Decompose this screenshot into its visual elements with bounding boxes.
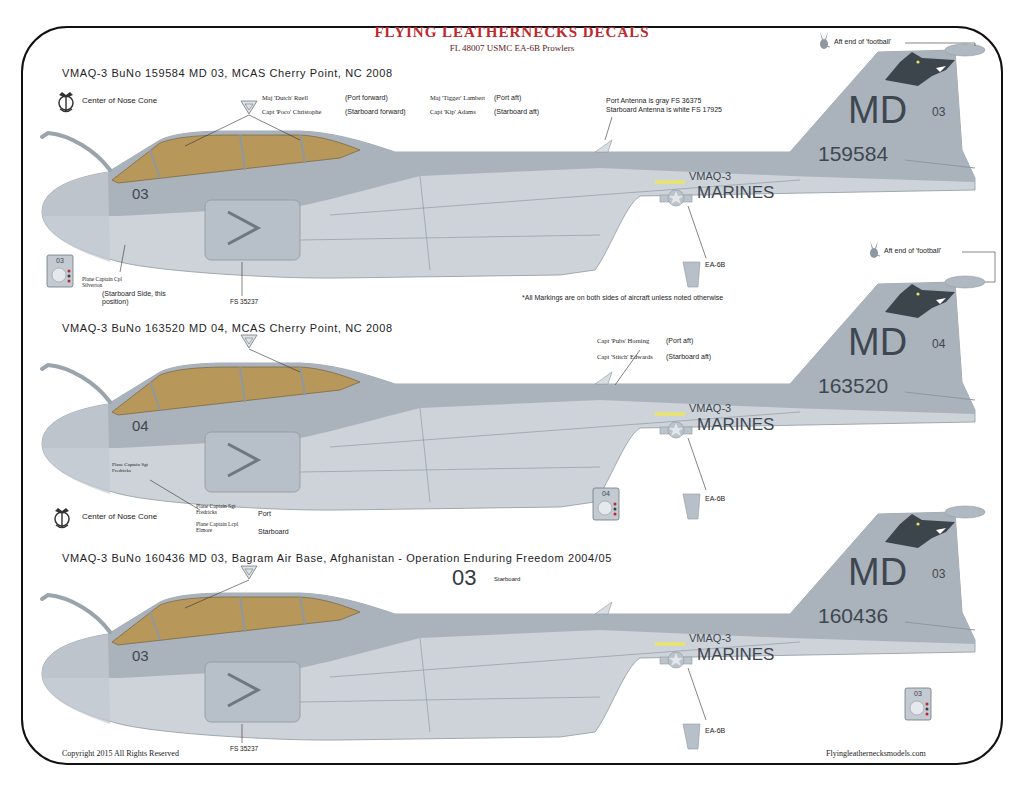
plane-captain: Plane Captain Cpl Silverton	[82, 276, 128, 288]
modex-number: 03	[932, 568, 945, 581]
plane-captain: Plane Captain Sgt Fredricks	[196, 503, 250, 515]
tail-code: MD	[848, 90, 907, 132]
copyright-text: Copyright 2015 All Rights Reserved	[62, 750, 179, 759]
squadron-name: VMAQ-3	[689, 402, 731, 414]
service-name: MARINES	[697, 184, 774, 203]
plane-captain: Plane Captain Sgt Fredricks	[112, 462, 154, 473]
gear-insert	[593, 488, 619, 520]
position-note: (Port forward)	[345, 94, 388, 102]
tail-code: MD	[848, 552, 907, 594]
service-name: MARINES	[697, 646, 774, 665]
tail-code: MD	[848, 322, 907, 364]
note-text: Aft end of 'football'	[834, 38, 891, 46]
antenna-note: Starboard Antenna is white FS 17925	[606, 106, 722, 114]
leader-lines	[120, 43, 995, 743]
crew-name: Maj 'Dutch' Ruell	[262, 94, 308, 101]
modex-number: 03	[905, 690, 931, 698]
usmc-emblem	[59, 92, 73, 112]
position-note: (Starboard aft)	[666, 353, 711, 361]
crew-name: Capt 'Pubs' Horning	[597, 337, 649, 344]
note-text: Center of Nose Cone	[82, 97, 157, 106]
note-text: *All Markings are on both sides of aircr…	[522, 294, 754, 302]
modex-number: 03	[132, 186, 149, 203]
prowler-profile	[42, 276, 985, 519]
sheet-border	[22, 27, 1002, 764]
profile-heading: VMAQ-3 BuNo 159584 MD 03, MCAS Cherry Po…	[62, 67, 393, 79]
squadron-name: VMAQ-3	[689, 170, 731, 182]
position-note: (Starboard forward)	[345, 108, 406, 116]
color-callout: FS 35237	[230, 298, 258, 305]
usmc-emblem	[55, 508, 69, 528]
crew-name: Capt 'Stitch' Edwards	[597, 353, 653, 360]
note-text: Center of Nose Cone	[82, 513, 157, 522]
profile-heading: VMAQ-3 BuNo 160436 MD 03, Bagram Air Bas…	[62, 552, 612, 564]
position-note: (Port aft)	[494, 94, 521, 102]
website-text: Flyingleathernecksmodels.com	[826, 750, 926, 759]
crew-name: Capt 'Kip' Adams	[430, 108, 476, 115]
type-marking: EA-6B	[705, 727, 725, 735]
position-note: Port	[258, 510, 271, 518]
position-note: (Starboard Side, this position)	[102, 290, 190, 305]
modex-number: 04	[932, 338, 945, 351]
modex-number: 03	[132, 648, 149, 665]
modex-number: 03	[932, 106, 945, 119]
position-note: Starboard	[494, 576, 520, 583]
prowler-profile	[42, 506, 985, 749]
profile-heading: VMAQ-3 BuNo 163520 MD 04, MCAS Cherry Po…	[62, 322, 393, 334]
type-marking: EA-6B	[705, 261, 725, 269]
position-note: (Starboard aft)	[494, 108, 539, 116]
prowler-profile	[42, 44, 985, 287]
service-name: MARINES	[697, 416, 774, 435]
color-callout: FS 35237	[230, 745, 258, 752]
squadron-name: VMAQ-3	[689, 632, 731, 644]
type-marking: EA-6B	[705, 495, 725, 503]
note-text: Aft end of 'football'	[884, 247, 941, 255]
bureau-number: 160436	[818, 604, 888, 627]
crew-name: Capt 'Poco' Christophe	[262, 108, 321, 115]
bureau-number: 163520	[818, 374, 888, 397]
canopy-marker	[241, 335, 257, 348]
canopy-marker	[241, 101, 257, 114]
position-note: Starboard	[258, 528, 289, 536]
modex-number: 04	[593, 490, 619, 498]
bureau-number: 159584	[818, 142, 888, 165]
gear-insert	[47, 255, 73, 287]
bunny-symbol	[820, 32, 830, 49]
crew-name: Maj 'Tigger' Lambert	[430, 94, 485, 101]
sheet-subtitle: FL 48007 USMC EA-6B Prowlers	[0, 44, 1024, 54]
plane-captain: Plane Captain Lcpl Elmore	[196, 521, 250, 533]
canopy-marker	[241, 566, 257, 579]
modex-number: 04	[132, 418, 149, 435]
gear-insert	[905, 688, 931, 720]
modex-number: 03	[47, 257, 73, 265]
position-note: (Port aft)	[666, 337, 693, 345]
antenna-note: Port Antenna is gray FS 36375	[606, 97, 701, 105]
bunny-symbol	[870, 241, 880, 258]
modex-number: 03	[452, 566, 476, 590]
